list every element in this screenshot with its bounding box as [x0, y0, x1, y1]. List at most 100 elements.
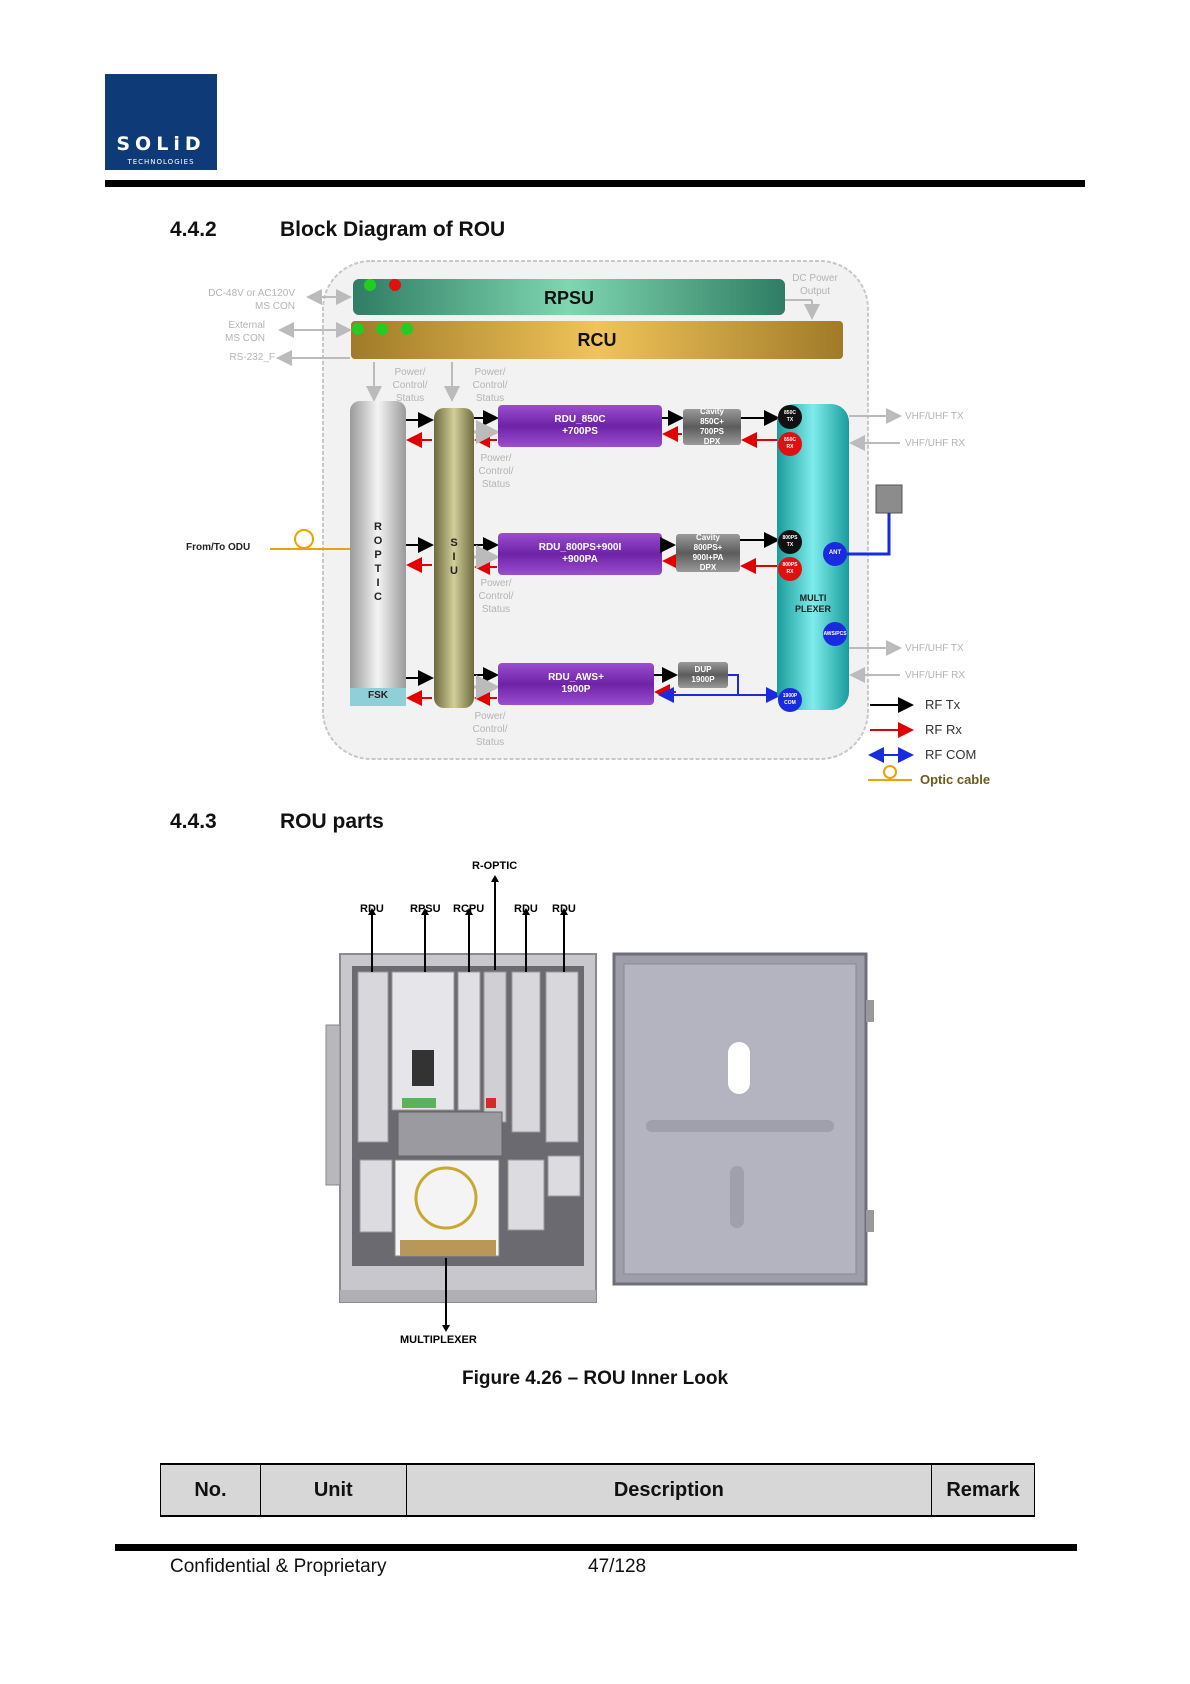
from-to-odu-label: From/To ODU [186, 542, 251, 553]
table-header-remark: Remark [931, 1463, 1035, 1517]
door-latch-2 [866, 1210, 874, 1232]
lower-module-right-2 [547, 1155, 581, 1197]
footer-confidential: Confidential & Proprietary [170, 1556, 387, 1577]
legend-optic-icon [883, 765, 897, 779]
cable-tray [397, 1111, 503, 1157]
cabinet-base [340, 1290, 596, 1302]
door-latch-1 [866, 1000, 874, 1022]
callout-rdu-a: RDU [360, 903, 384, 915]
power-control-label-2: Power/Control/Status [472, 367, 508, 404]
port-aws-pcs [823, 622, 847, 646]
section-number: 4.4.2 [170, 218, 217, 241]
legend-rx-label: RF Rx [925, 722, 962, 737]
rcu-led-3 [401, 323, 413, 335]
rpsu-switch [412, 1050, 434, 1086]
port-ant [823, 542, 847, 566]
door-panel [623, 963, 857, 1275]
power-control-label-5: Power/Control/Status [472, 711, 508, 748]
logo-tagline: TECHNOLOGIES [127, 158, 195, 166]
rpsu-led-red [389, 279, 401, 291]
callout-rpsu: RPSU [410, 903, 441, 915]
fiber-coil [414, 1166, 478, 1230]
legend-com-label: RF COM [925, 747, 977, 762]
company-logo: SOLiD TECHNOLOGIES [105, 74, 217, 170]
rdu-800ps-label: RDU_800PS+900I+900PA [538, 542, 622, 565]
callout-rcpu: RCPU [453, 903, 485, 915]
port-850c-rx [778, 432, 802, 456]
rou-inner-photo [325, 875, 874, 1332]
rpsu-block [353, 279, 785, 315]
header-rule [105, 180, 1085, 187]
fsk-block [350, 688, 406, 706]
module-rdu-c [545, 971, 579, 1143]
terminal-green [402, 1098, 436, 1108]
door-rib-horizontal [646, 1120, 834, 1132]
section-title: ROU parts [280, 810, 384, 833]
module-rdu-b [511, 971, 541, 1133]
terminal-red [486, 1098, 496, 1108]
vhf-uhf-rx-label-2: VHF/UHF RX [905, 670, 965, 681]
port-ant-label: ANT [828, 550, 842, 556]
door-handle-slot [728, 1042, 750, 1094]
rdu-aws-block [498, 663, 654, 705]
footer-page-number: 47/128 [588, 1556, 647, 1577]
power-control-label-1: Power/Control/Status [392, 367, 428, 404]
figure-caption: Figure 4.26 – ROU Inner Look [461, 1368, 729, 1389]
block-diagram [270, 260, 914, 781]
optic-loop-icon [294, 529, 314, 549]
connector-row [400, 1240, 496, 1256]
antenna-icon [875, 484, 903, 514]
dup-1900p-block [678, 662, 728, 688]
door-rib-vertical [730, 1166, 744, 1228]
module-rcpu [457, 971, 481, 1111]
port-800ps-rx [778, 557, 802, 581]
footer-rule [115, 1544, 1077, 1551]
vhf-uhf-tx-label-1: VHF/UHF TX [905, 411, 964, 422]
vhf-uhf-rx-label-1: VHF/UHF RX [905, 438, 965, 449]
port-aws-pcs-label: AWS/PCS [823, 631, 847, 637]
rcu-block [351, 321, 843, 359]
lower-module-left [359, 1159, 393, 1233]
rdu-800ps-block [498, 533, 662, 575]
lower-module-right [507, 1159, 545, 1231]
power-control-label-4: Power/Control/Status [478, 578, 514, 615]
module-rdu-a [357, 971, 389, 1143]
rdu-aws-label: RDU_AWS+1900P [548, 672, 604, 695]
legend-tx-label: RF Tx [925, 697, 961, 712]
callout-rdu-b: RDU [514, 903, 538, 915]
callout-rdu-c: RDU [552, 903, 576, 915]
callout-multiplexer: MULTIPLEXER [400, 1334, 477, 1346]
table-header-description: Description [405, 1463, 933, 1517]
port-1900p-com [778, 688, 802, 712]
callout-r-optic: R-OPTIC [472, 860, 518, 872]
roptic-block [350, 401, 406, 705]
table-header-no: No. [160, 1463, 261, 1517]
legend-optic-label: Optic cable [920, 772, 991, 787]
rdu-850c-label: RDU_850C+700PS [554, 414, 606, 437]
section-number: 4.4.3 [170, 810, 217, 833]
parts-table: No. Unit Description Remark [160, 1463, 1035, 1517]
rcu-led-1 [352, 323, 364, 335]
rcu-label: RCU [577, 330, 617, 350]
module-rpsu [391, 971, 455, 1111]
cavity-850c-block [683, 409, 741, 445]
rs232-label: RS-232_F [229, 352, 275, 363]
table-header-row: No. Unit Description Remark [160, 1463, 1035, 1517]
rpsu-label: RPSU [543, 288, 594, 308]
cabinet-hinge [325, 1024, 341, 1186]
rcu-led-2 [376, 323, 388, 335]
cavity-800ps-block [676, 534, 740, 572]
